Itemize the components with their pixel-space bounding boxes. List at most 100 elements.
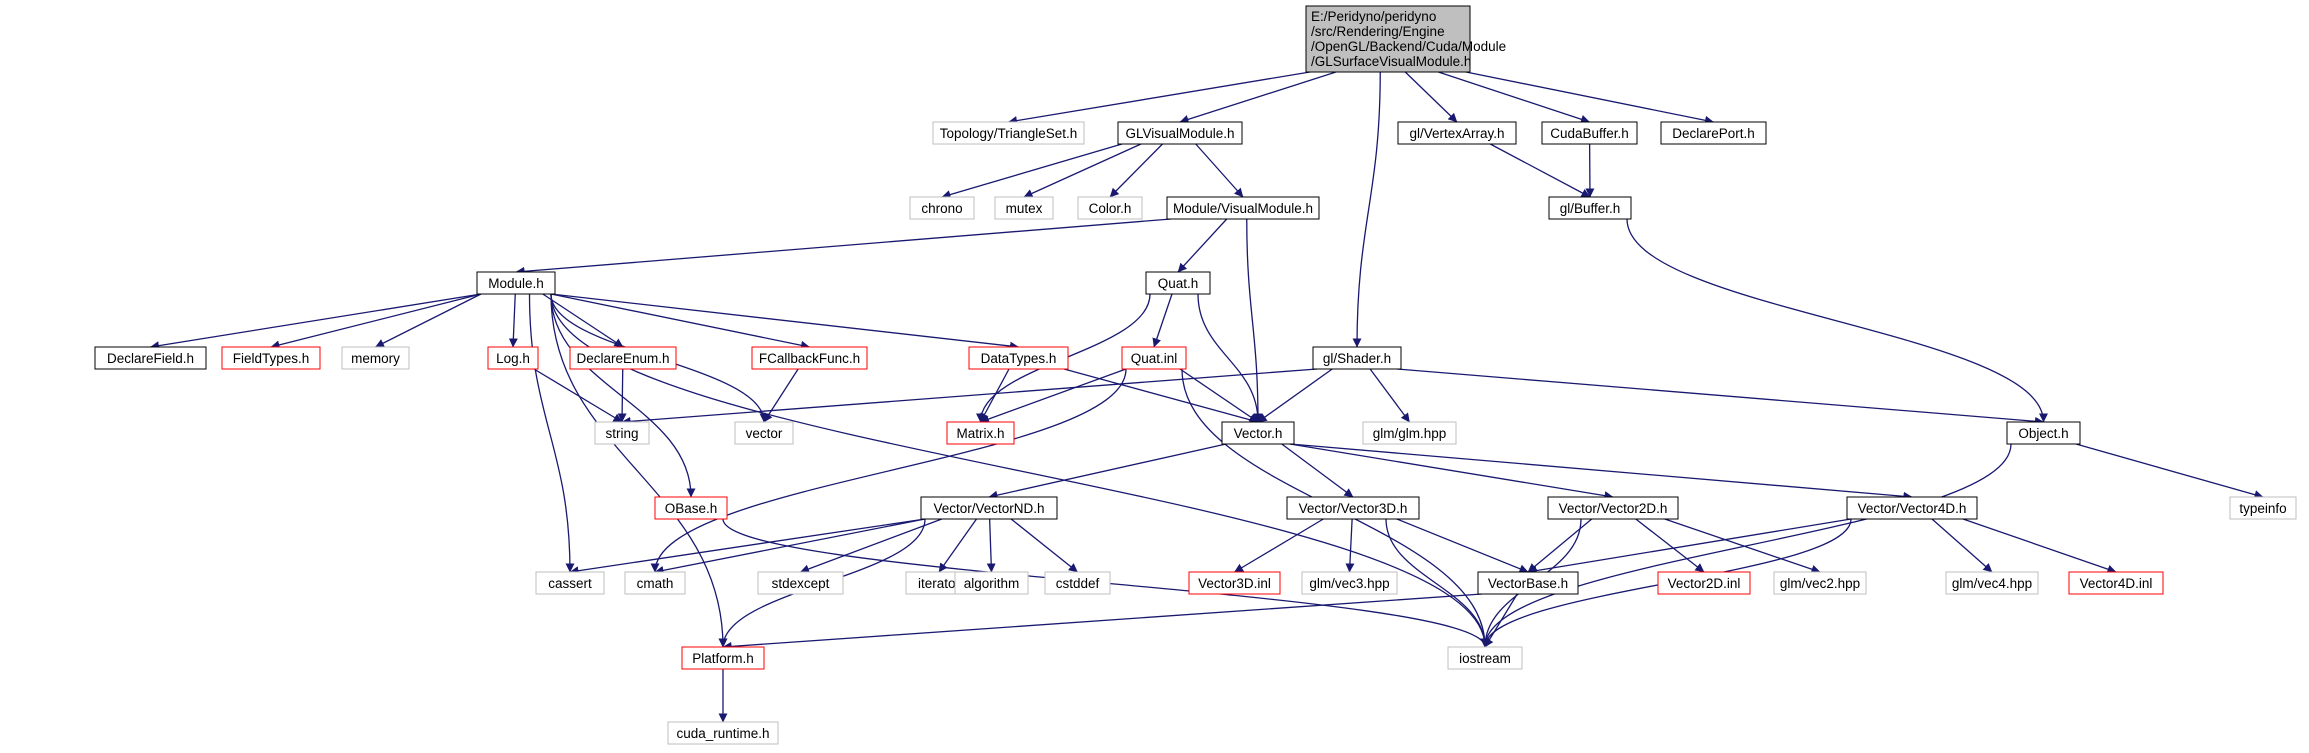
node-label: Quat.h xyxy=(1158,276,1199,291)
node-box xyxy=(1541,121,1638,145)
node-glvisualmodule[interactable]: GLVisualModule.h xyxy=(1117,121,1243,145)
node-label: gl/Shader.h xyxy=(1323,351,1391,366)
node-vector[interactable]: vector xyxy=(734,421,794,445)
node-module[interactable]: Module.h xyxy=(476,271,556,295)
node-vectorh[interactable]: Vector.h xyxy=(1221,421,1295,445)
node-box xyxy=(476,271,556,295)
node-vector4dinl[interactable]: Vector4D.inl xyxy=(2068,571,2164,595)
edge-vector2d-to-vector2dinl xyxy=(1635,518,1705,573)
node-box xyxy=(221,346,321,370)
node-vector3dinl[interactable]: Vector3D.inl xyxy=(1188,571,1281,595)
node-platform[interactable]: Platform.h xyxy=(681,646,765,670)
edge-root-to-declareport xyxy=(1465,71,1714,125)
node-glvertexarray[interactable]: gl/VertexArray.h xyxy=(1397,121,1517,145)
node-color[interactable]: Color.h xyxy=(1077,196,1143,220)
node-label: gl/VertexArray.h xyxy=(1409,126,1504,141)
node-label: VectorBase.h xyxy=(1488,576,1568,591)
edge-vectornd-to-cstddef xyxy=(1010,518,1078,573)
edge-vectorh-to-vector4d xyxy=(1289,443,1913,501)
node-fieldtypes[interactable]: FieldTypes.h xyxy=(221,346,321,370)
node-box xyxy=(757,571,844,595)
node-cstddef[interactable]: cstddef xyxy=(1044,571,1111,595)
node-label: Vector/VectorND.h xyxy=(933,501,1044,516)
node-box xyxy=(1286,496,1420,520)
node-cudaruntime[interactable]: cuda_runtime.h xyxy=(667,721,779,745)
node-stdexcept[interactable]: stdexcept xyxy=(757,571,844,595)
node-declareport[interactable]: DeclarePort.h xyxy=(1660,121,1767,145)
node-label: FieldTypes.h xyxy=(233,351,310,366)
node-mutex[interactable]: mutex xyxy=(994,196,1054,220)
node-glmvec4[interactable]: glm/vec4.hpp xyxy=(1945,571,2039,595)
edge-vectornd-to-algorithm xyxy=(986,518,996,573)
node-matrix[interactable]: Matrix.h xyxy=(946,421,1015,445)
node-obase[interactable]: OBase.h xyxy=(654,496,728,520)
node-memory[interactable]: memory xyxy=(341,346,410,370)
node-triangleset[interactable]: Topology/TriangleSet.h xyxy=(932,121,1085,145)
node-box xyxy=(667,721,779,745)
node-fcallback[interactable]: FCallbackFunc.h xyxy=(751,346,868,370)
node-box xyxy=(1121,346,1187,370)
node-cmath[interactable]: cmath xyxy=(624,571,686,595)
node-vectorbase[interactable]: VectorBase.h xyxy=(1477,571,1579,595)
node-box xyxy=(1548,196,1632,220)
node-cudabuffer[interactable]: CudaBuffer.h xyxy=(1541,121,1638,145)
node-box xyxy=(946,421,1015,445)
node-quatinl[interactable]: Quat.inl xyxy=(1121,346,1187,370)
node-label: /GLSurfaceVisualModule.h xyxy=(1311,54,1471,69)
node-box xyxy=(569,346,677,370)
node-label: DeclareEnum.h xyxy=(576,351,669,366)
node-glshader[interactable]: gl/Shader.h xyxy=(1312,346,1402,370)
node-box xyxy=(1221,421,1295,445)
edge-module-to-memory xyxy=(375,293,482,348)
node-quat[interactable]: Quat.h xyxy=(1145,271,1211,295)
edge-modulevisual-to-module xyxy=(515,218,1172,276)
node-algorithm[interactable]: algorithm xyxy=(954,571,1029,595)
edge-module-to-platform xyxy=(550,293,728,648)
edge-vector3d-to-iostream xyxy=(1385,518,1490,648)
node-box xyxy=(1117,121,1243,145)
node-vector2d[interactable]: Vector/Vector2D.h xyxy=(1547,496,1679,520)
node-string[interactable]: string xyxy=(594,421,650,445)
node-glmvec2[interactable]: glm/vec2.hpp xyxy=(1773,571,1867,595)
node-box xyxy=(1145,271,1211,295)
node-box xyxy=(1657,571,1751,595)
node-label: gl/Buffer.h xyxy=(1560,201,1621,216)
node-box xyxy=(1166,196,1320,220)
node-box xyxy=(1188,571,1281,595)
node-vector3d[interactable]: Vector/Vector3D.h xyxy=(1286,496,1420,520)
node-vector2dinl[interactable]: Vector2D.inl xyxy=(1657,571,1751,595)
node-typeinfo[interactable]: typeinfo xyxy=(2229,496,2297,520)
node-box xyxy=(654,496,728,520)
edge-log-to-string xyxy=(533,368,623,423)
edge-glshader-to-glmglm xyxy=(1369,368,1411,423)
node-box xyxy=(1447,646,1523,670)
node-box xyxy=(1397,121,1517,145)
node-box xyxy=(1305,5,1471,73)
node-label: Vector3D.inl xyxy=(1198,576,1271,591)
node-label: cuda_runtime.h xyxy=(676,726,769,741)
node-modulevisual[interactable]: Module/VisualModule.h xyxy=(1166,196,1320,220)
node-label: cassert xyxy=(548,576,592,591)
node-iostream[interactable]: iostream xyxy=(1447,646,1523,670)
node-box xyxy=(1077,196,1143,220)
node-glmglm[interactable]: glm/glm.hpp xyxy=(1362,421,1457,445)
node-vectornd[interactable]: Vector/VectorND.h xyxy=(920,496,1058,520)
node-declarefield[interactable]: DeclareField.h xyxy=(94,346,207,370)
node-vector4d[interactable]: Vector/Vector4D.h xyxy=(1846,496,1978,520)
node-label: DeclareField.h xyxy=(107,351,194,366)
node-label: iterator xyxy=(918,576,961,591)
node-root[interactable]: E:/Peridyno/peridyno/src/Rendering/Engin… xyxy=(1305,5,1506,73)
node-glmvec3[interactable]: glm/vec3.hpp xyxy=(1301,571,1398,595)
node-declareenum[interactable]: DeclareEnum.h xyxy=(569,346,677,370)
node-label: Log.h xyxy=(496,351,530,366)
node-box xyxy=(1547,496,1679,520)
node-label: typeinfo xyxy=(2239,501,2286,516)
edge-module-to-cassert xyxy=(528,293,575,573)
node-chrono[interactable]: chrono xyxy=(909,196,975,220)
node-datatypes[interactable]: DataTypes.h xyxy=(968,346,1069,370)
node-glbuffer[interactable]: gl/Buffer.h xyxy=(1548,196,1632,220)
node-log[interactable]: Log.h xyxy=(487,346,539,370)
edge-glvisualmodule-to-modulevisual xyxy=(1195,143,1244,198)
node-cassert[interactable]: cassert xyxy=(535,571,605,595)
node-object[interactable]: Object.h xyxy=(2006,421,2081,445)
